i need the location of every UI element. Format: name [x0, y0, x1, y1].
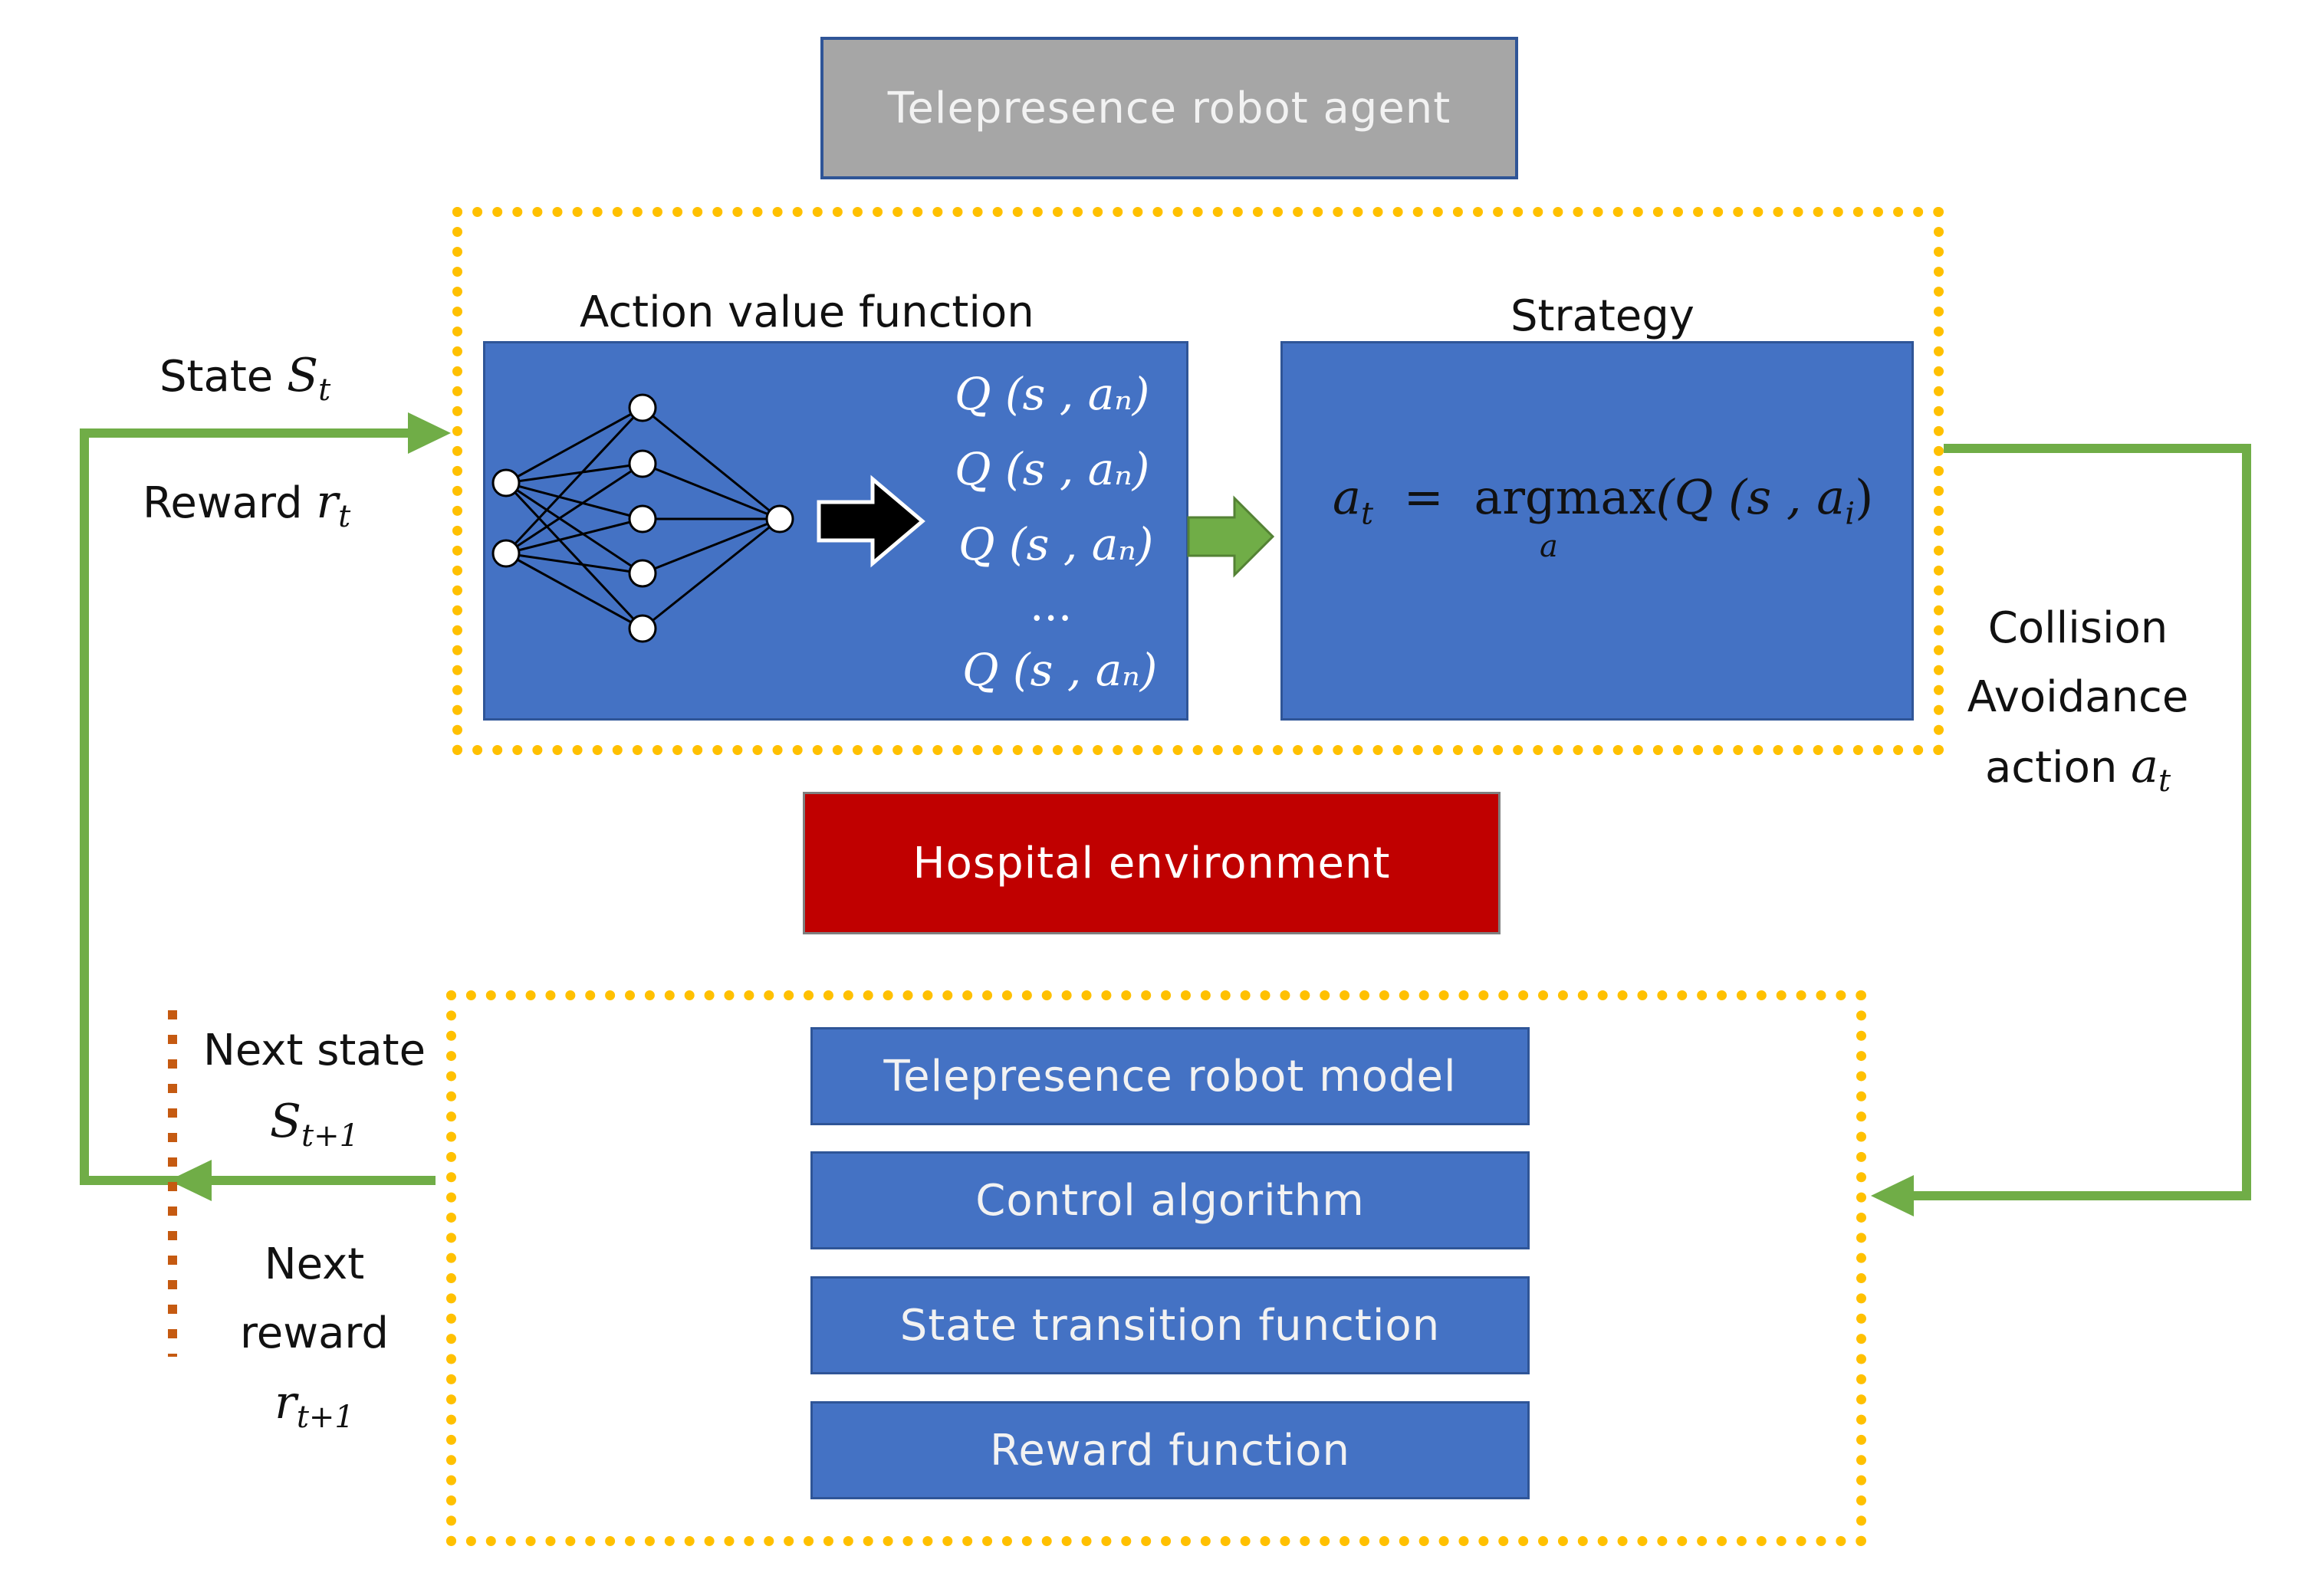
- q-value-1: Q (s , aₙ): [955, 368, 1150, 420]
- strategy-formula: at = argmax(Q (s , ai): [1333, 469, 1873, 531]
- strategy-panel: [1280, 341, 1914, 721]
- q-value-2: Q (s , aₙ): [955, 443, 1150, 495]
- black-block-arrow: [817, 474, 925, 568]
- q-value-3: Q (s , aₙ): [958, 518, 1154, 570]
- nn-hidden-node: [628, 393, 657, 422]
- formula-equals: =: [1403, 469, 1444, 525]
- q-value-n: Q (s , aₙ): [962, 644, 1158, 696]
- nn-input-node: [491, 539, 521, 568]
- next-reward-label: Next reward rt+1: [240, 1239, 389, 1436]
- component-reward-function: Reward function: [810, 1401, 1530, 1499]
- environment-dotted-frame: [446, 990, 1866, 1546]
- formula-op: argmax: [1474, 469, 1656, 525]
- nn-hidden-node: [628, 449, 657, 478]
- neural-network-edges: [505, 406, 781, 630]
- formula-close: ): [1855, 469, 1874, 525]
- agent-title-box: Telepresence robot agent: [820, 37, 1518, 179]
- q-value-ellipsis: ...: [1030, 579, 1073, 631]
- formula-lhs: a: [1333, 469, 1361, 525]
- nn-hidden-node: [628, 614, 657, 643]
- nn-input-node: [491, 468, 521, 497]
- component-robot-model: Telepresence robot model: [810, 1027, 1530, 1125]
- state-label: State St: [159, 349, 331, 409]
- arrowhead-next-state: [169, 1160, 212, 1201]
- strategy-label: Strategy: [1510, 291, 1695, 341]
- formula-lhs-sub: t: [1360, 496, 1374, 532]
- arrowhead-action-in: [1871, 1175, 1914, 1216]
- component-state-transition: State transition function: [810, 1276, 1530, 1374]
- formula-arg-sub: i: [1845, 496, 1856, 532]
- collision-avoidance-label: Collision Avoidance action at: [1967, 603, 2189, 799]
- action-value-label: Action value function: [580, 287, 1034, 337]
- right-action-loop: [1905, 444, 2251, 1200]
- nn-hidden-node: [628, 559, 657, 588]
- green-block-arrow: [1187, 495, 1275, 578]
- nn-output-node: [765, 504, 794, 533]
- left-feedback-loop: [80, 428, 436, 1185]
- arrowhead-state-in: [408, 412, 451, 454]
- next-state-label: Next state St+1: [202, 1026, 426, 1154]
- formula-arg: (Q (s , a: [1655, 469, 1846, 525]
- hospital-environment-box: Hospital environment: [803, 792, 1501, 934]
- reward-label: Reward rt: [143, 475, 351, 535]
- formula-op-sub: a: [1540, 529, 1558, 564]
- nn-hidden-node: [628, 504, 657, 533]
- neural-network-nodes: [491, 393, 794, 643]
- agent-title: Telepresence robot agent: [887, 83, 1451, 133]
- component-control-algorithm: Control algorithm: [810, 1151, 1530, 1249]
- agent-dotted-frame: [452, 207, 1944, 755]
- hospital-environment-title: Hospital environment: [912, 838, 1391, 888]
